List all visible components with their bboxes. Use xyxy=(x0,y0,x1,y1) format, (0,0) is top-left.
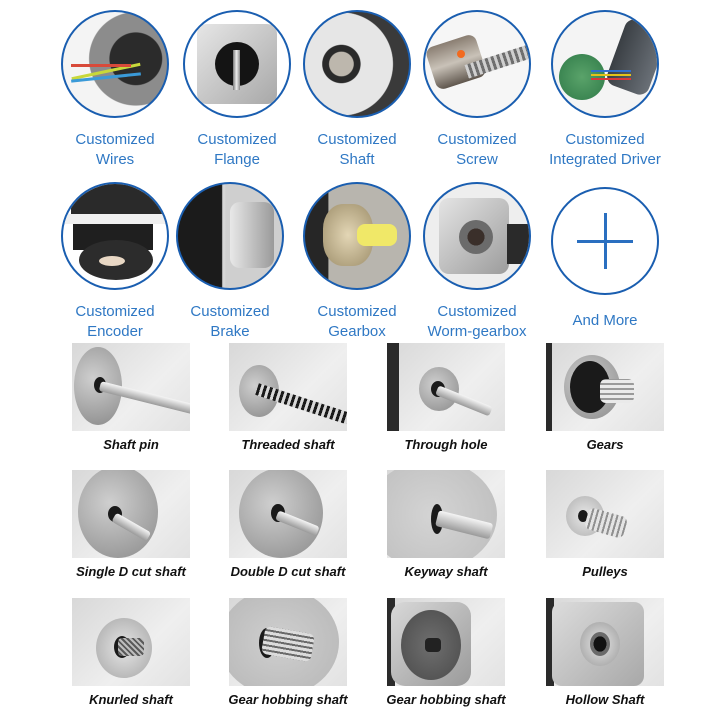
hollow-shaft-image xyxy=(546,598,664,686)
option-and-more[interactable]: And More xyxy=(545,187,665,331)
option-label-line1: Customized xyxy=(75,131,155,148)
gear-hobbing-shaft-image xyxy=(387,598,505,686)
option-label-line1: And More xyxy=(572,312,638,329)
shaft-type-label: Knurled shaft xyxy=(89,692,173,707)
threaded-shaft-image xyxy=(229,343,347,431)
motor-flange-image xyxy=(183,10,291,118)
gearbox-image xyxy=(303,182,411,290)
option-label-line1: Customized xyxy=(197,131,277,148)
gears-image xyxy=(546,343,664,431)
shaft-type-threaded[interactable]: Threaded shaft xyxy=(213,343,363,452)
shaft-type-keyway[interactable]: Keyway shaft xyxy=(371,470,521,579)
shaft-type-shaft-pin[interactable]: Shaft pin xyxy=(56,343,206,452)
gear-hobbing-shaft-image xyxy=(229,598,347,686)
plus-icon xyxy=(551,187,659,295)
encoder-image xyxy=(61,182,169,290)
brake-image xyxy=(176,182,284,290)
worm-gearbox-image xyxy=(423,182,531,290)
ball-screw-image xyxy=(423,10,531,118)
shaft-type-label: Through hole xyxy=(404,437,488,452)
option-label-line2: Screw xyxy=(456,151,498,168)
shaft-type-gear-hobbing-2[interactable]: Gear hobbing shaft xyxy=(371,598,521,707)
option-label-line1: Customized xyxy=(190,303,270,320)
shaft-type-label: Gear hobbing shaft xyxy=(386,692,506,707)
pulleys-image xyxy=(546,470,664,558)
option-label-line2: Gearbox xyxy=(328,323,386,340)
knurled-shaft-image xyxy=(72,598,190,686)
shaft-type-label: Double D cut shaft xyxy=(230,564,346,579)
motor-shaft-image xyxy=(303,10,411,118)
option-label-line1: Customized xyxy=(437,303,517,320)
shaft-type-hollow[interactable]: Hollow Shaft xyxy=(530,598,680,707)
shaft-type-label: Hollow Shaft xyxy=(565,692,645,707)
shaft-type-label: Gears xyxy=(586,437,624,452)
shaft-pin-image xyxy=(72,343,190,431)
shaft-type-through-hole[interactable]: Through hole xyxy=(371,343,521,452)
shaft-type-gear-hobbing-1[interactable]: Gear hobbing shaft xyxy=(213,598,363,707)
motor-wires-image xyxy=(61,10,169,118)
option-label-line2: Flange xyxy=(214,151,260,168)
option-label-line2: Wires xyxy=(95,151,135,168)
shaft-type-label: Single D cut shaft xyxy=(76,564,186,579)
shaft-type-single-d-cut[interactable]: Single D cut shaft xyxy=(56,470,206,579)
option-label-line1: Customized xyxy=(565,131,645,148)
shaft-type-knurled[interactable]: Knurled shaft xyxy=(56,598,206,707)
option-label-line2: Worm-gearbox xyxy=(427,323,527,340)
shaft-type-pulleys[interactable]: Pulleys xyxy=(530,470,680,579)
shaft-type-label: Keyway shaft xyxy=(404,564,488,579)
shaft-type-label: Shaft pin xyxy=(103,437,159,452)
option-label-line1: Customized xyxy=(317,131,397,148)
single-d-cut-shaft-image xyxy=(72,470,190,558)
shaft-type-double-d-cut[interactable]: Double D cut shaft xyxy=(213,470,363,579)
through-hole-image xyxy=(387,343,505,431)
option-label-line1: Customized xyxy=(75,303,155,320)
double-d-cut-shaft-image xyxy=(229,470,347,558)
shaft-type-label: Pulleys xyxy=(582,564,628,579)
shaft-type-label: Threaded shaft xyxy=(241,437,335,452)
shaft-type-gears[interactable]: Gears xyxy=(530,343,680,452)
option-label-line2: Brake xyxy=(210,323,250,340)
option-label-line1: Customized xyxy=(437,131,517,148)
option-label-line2: Integrated Driver xyxy=(549,151,661,168)
keyway-shaft-image xyxy=(387,470,505,558)
integrated-driver-image xyxy=(551,10,659,118)
option-label-line1: Customized xyxy=(317,303,397,320)
option-label-line2: Encoder xyxy=(87,323,143,340)
option-label-line2: Shaft xyxy=(339,151,375,168)
shaft-type-label: Gear hobbing shaft xyxy=(228,692,348,707)
